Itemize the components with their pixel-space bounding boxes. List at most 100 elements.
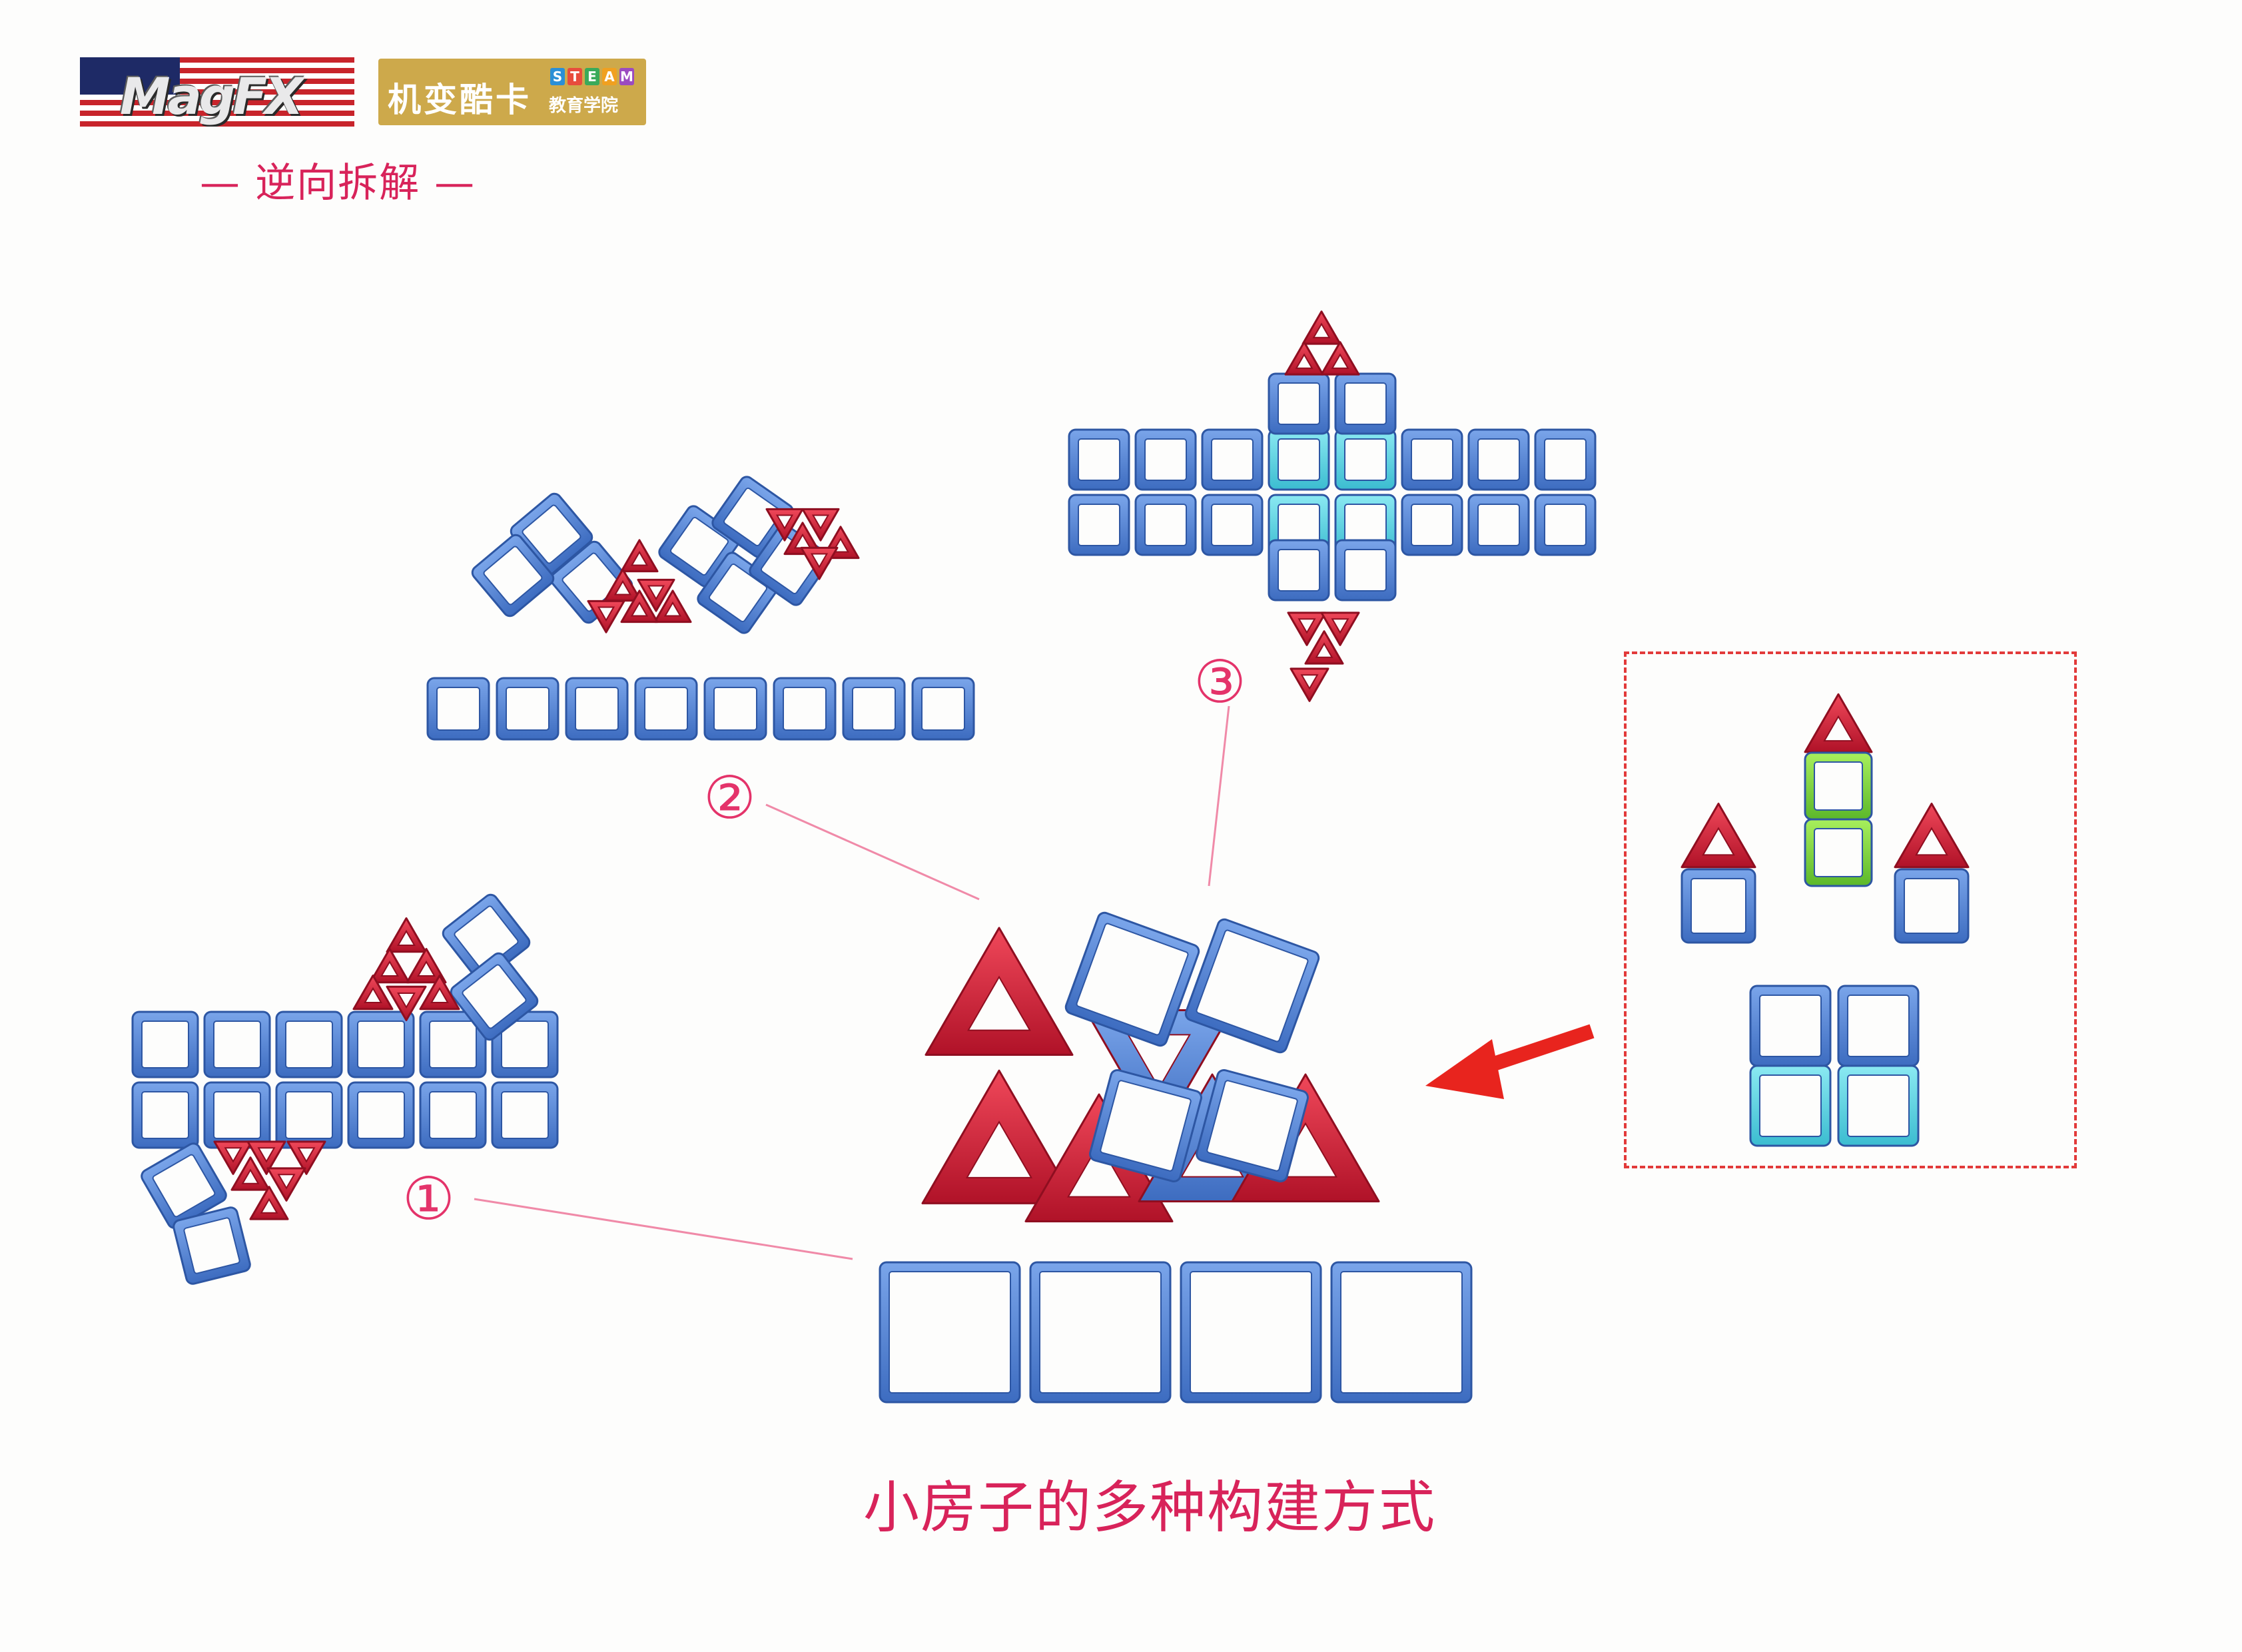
leader-line-2 [765,803,980,901]
square-tile [1334,539,1397,602]
square-tile [419,1081,487,1149]
triangle-tile [800,546,839,580]
square-tile [565,677,629,741]
square-tile [711,476,794,558]
triangle-tile [1681,802,1756,869]
disassembled-photo-frame [1624,651,2077,1168]
brand-logo: 机变酷卡 S T E A M 教育学院 [378,59,646,125]
square-tile [911,677,975,741]
square-tile [173,1206,251,1285]
triangle-tile [1894,802,1970,869]
square-tile [1749,985,1832,1067]
square-tile [1268,428,1330,491]
triangle-tile [386,985,427,1021]
triangle-tile [386,917,427,953]
square-tile [141,1142,227,1229]
square-tile [275,1011,343,1078]
logo-wordmark: MagFX [120,67,304,126]
triangle-tile [246,1140,286,1175]
square-tile [1894,868,1970,944]
square-tile [1068,428,1130,491]
steam-letter: A [602,68,617,85]
square-tile [1749,1064,1832,1147]
square-tile [1134,494,1197,556]
square-tile [1401,494,1463,556]
triangle-tile [352,975,394,1011]
square-tile [347,1081,415,1149]
triangle-tile [1320,612,1360,646]
square-tile [131,1081,199,1149]
leader-lines [474,705,1230,1260]
square-tile [879,1261,1021,1404]
steam-letters: S T E A M [550,68,634,85]
square-tile [634,677,698,741]
square-tile [426,677,490,741]
triangle-tile [1304,630,1344,665]
steam-letter: T [567,68,582,85]
brand-subtitle: 教育学院 [549,96,619,116]
step-label-3: ③ [1194,647,1246,716]
square-tile [496,677,560,741]
triangle-tile [369,948,410,984]
square-tile [1681,868,1756,944]
triangle-tile [406,948,447,984]
triangle-tile [419,975,460,1011]
leader-line-1 [474,1198,853,1260]
square-tile [471,534,555,618]
triangle-tile [925,927,1074,1056]
step-label-1: ① [402,1164,455,1233]
square-tile [450,952,539,1041]
triangle-tile [653,590,692,623]
triangle-tile [1320,341,1360,376]
section-title: — 逆向拆解 — [200,160,476,206]
square-tile [419,1011,487,1078]
square-tile [1196,1069,1309,1182]
triangle-tile [603,568,642,602]
square-tile [1334,428,1397,491]
square-tile [203,1081,271,1149]
triangle-tile [587,600,625,633]
square-tile [1534,494,1597,556]
square-tile [275,1081,343,1149]
square-tile [1068,494,1130,556]
triangle-tile [1284,341,1324,376]
triangle-tile [620,590,659,623]
square-tile [1089,1069,1202,1182]
triangle-tile [213,1140,253,1175]
square-tile [1180,1261,1322,1404]
square-tile [1467,494,1530,556]
triangle-tile [1290,667,1329,702]
square-tile [703,677,767,741]
triangle-tile [1287,612,1327,646]
square-tile [1268,539,1330,602]
square-tile [1184,918,1320,1054]
square-tile [1064,911,1200,1047]
steam-letter: S [550,68,565,85]
flag-canton [80,57,180,95]
square-tile [203,1011,271,1078]
square-tile [1534,428,1597,491]
square-tile [1201,494,1264,556]
square-tile [510,492,593,576]
steam-letter: M [619,68,634,85]
leader-line-3 [1208,705,1230,887]
triangle-tile [286,1140,326,1175]
square-tile [1401,428,1463,491]
triangle-tile [249,1186,289,1220]
triangle-tile [230,1156,270,1191]
step-label-2: ② [703,763,756,832]
triangle-tile [801,508,840,542]
square-tile [1334,372,1397,435]
triangle-tile [620,539,659,573]
triangle-tile [1302,310,1341,345]
triangle-tile [783,522,822,556]
square-tile [842,677,906,741]
square-tile [131,1011,199,1078]
square-tile [491,1011,559,1078]
square-tile [1268,372,1330,435]
arrow-to-house [1425,1024,1595,1099]
square-tile [1330,1261,1473,1404]
triangle-tile [765,508,804,542]
square-tile [1134,428,1197,491]
